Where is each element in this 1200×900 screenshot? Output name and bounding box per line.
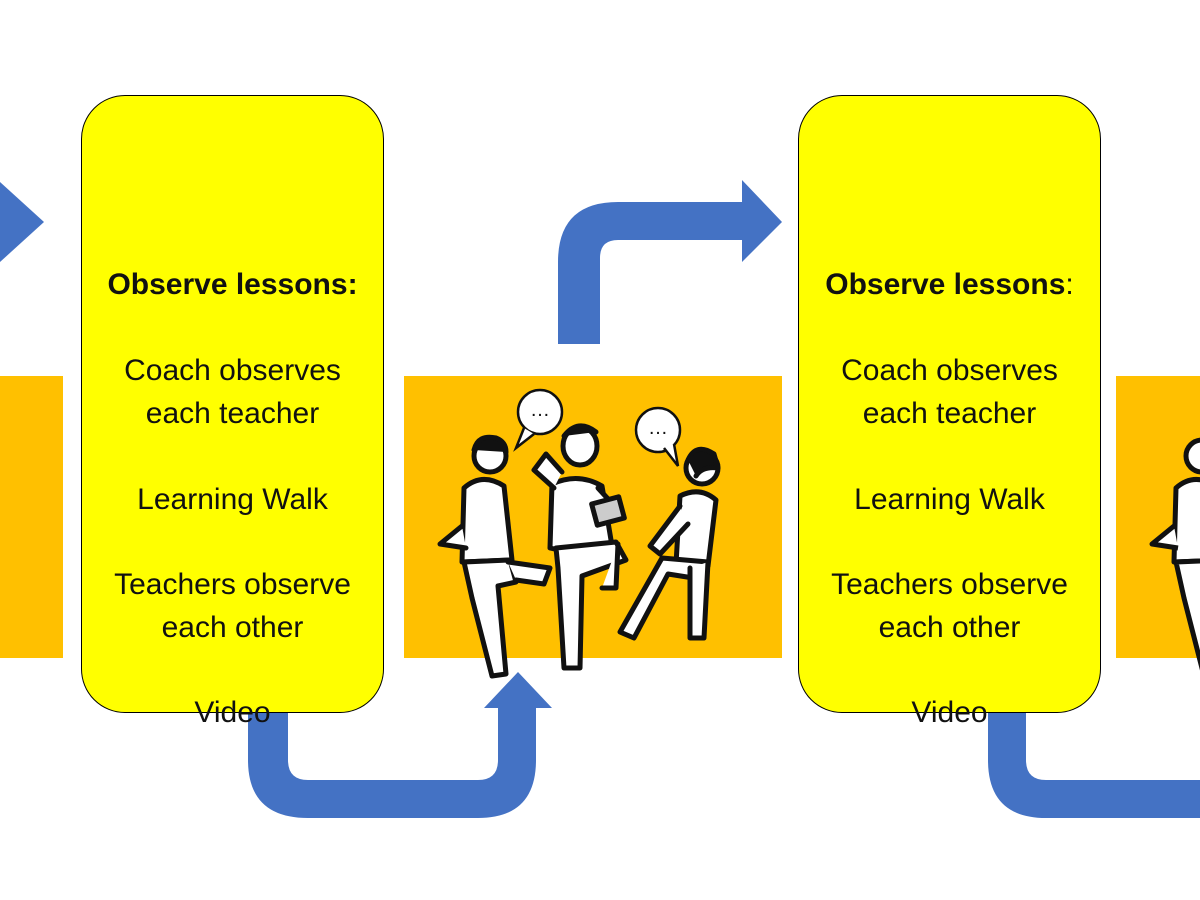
box-item: Coach observes [841,354,1058,387]
box-item: Video [194,696,271,729]
flow-arrow [248,672,552,818]
box-item: Learning Walk [137,483,328,516]
box-heading: Observe lessons: [107,268,358,301]
box-item: each other [161,611,304,644]
group-discussion-icon [1149,437,1200,671]
box-heading: Observe lessons: [799,264,1100,306]
box-item: each teacher [145,397,320,430]
box-item: Teachers observe [831,568,1068,601]
discussion-panel-partial-left [0,376,63,658]
box-item: Video [911,696,988,729]
flow-arrow [558,180,782,344]
box-heading-text: Observe lessons [825,268,1066,301]
box-item: Coach observes [124,354,341,387]
box-item: each other [878,611,1021,644]
box-item: Learning Walk [854,483,1045,516]
observation-box: Observe lessons: Coach observes each tea… [81,95,384,729]
box-item: each teacher [862,397,1037,430]
box-heading-suffix: : [1065,268,1074,301]
flow-arrow [988,713,1200,818]
flow-arrow [0,182,44,262]
observation-box: Observe lessons: Coach observes each tea… [798,95,1101,729]
box-item: Teachers observe [114,568,351,601]
